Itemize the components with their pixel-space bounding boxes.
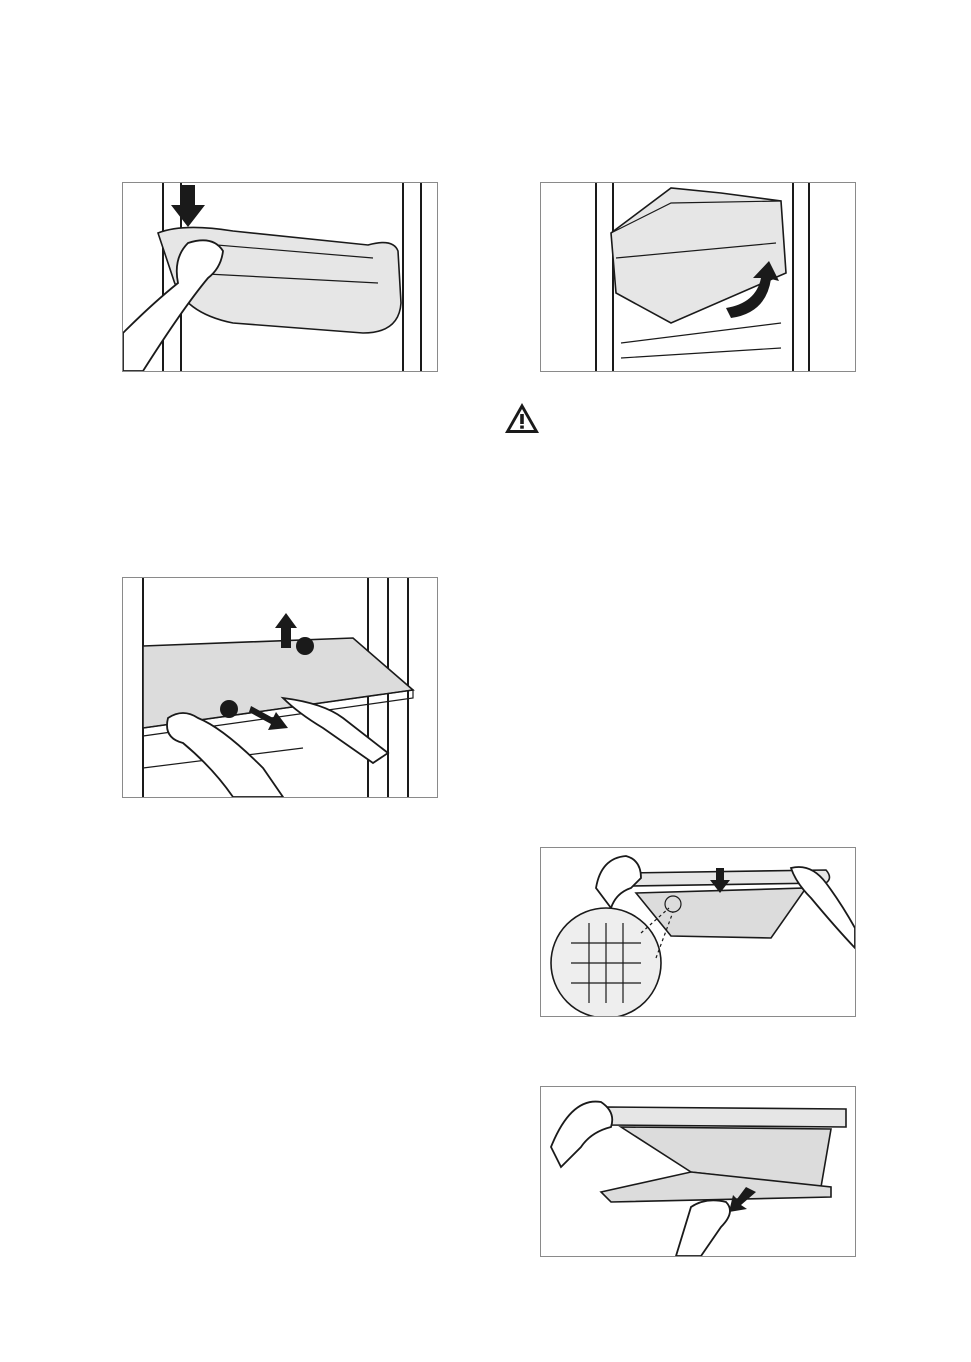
step-dot-1 [296,637,314,655]
figure-glass-shelf-remove [122,577,438,798]
figure-crisper-cover-slide [540,1086,856,1257]
arrow-down-icon [171,185,205,227]
step-dot-2 [220,700,238,718]
warning-triangle-icon [503,401,541,435]
glass-shelf-illustration [123,578,437,797]
figure-crisper-cover-mesh [540,847,856,1017]
figure-door-bin-press [122,182,438,372]
door-bin-illustration [123,183,437,371]
figure-drawer-lift [540,182,856,372]
crisper-slide-illustration [541,1087,855,1256]
crisper-cover-illustration [541,848,855,1016]
drawer-illustration [541,183,855,371]
